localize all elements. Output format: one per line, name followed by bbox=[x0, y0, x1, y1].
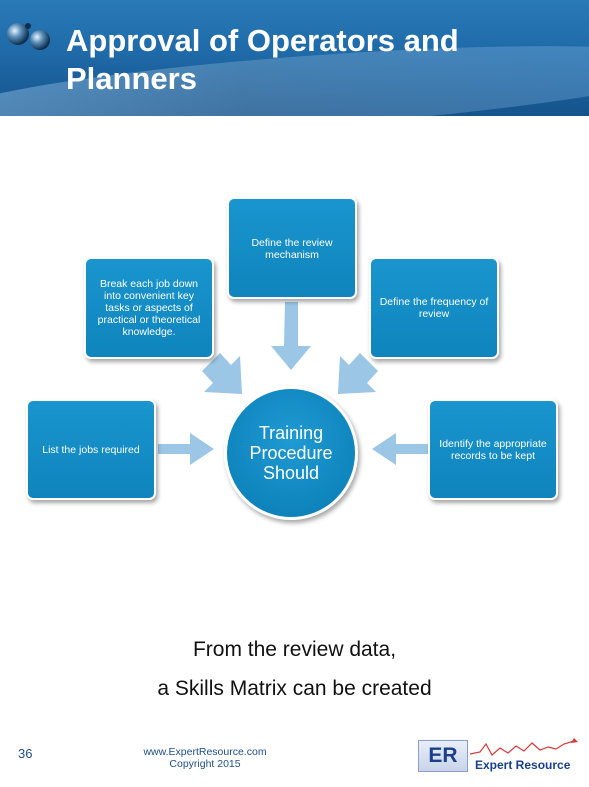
arrow-from-identify-records bbox=[372, 433, 428, 465]
box-list-jobs: List the jobs required bbox=[26, 399, 156, 500]
pulse-line-icon bbox=[470, 738, 578, 756]
footer-credits: www.ExpertResource.com Copyright 2015 bbox=[130, 746, 280, 770]
box-define-frequency: Define the frequency of review bbox=[369, 257, 499, 359]
page-number: 36 bbox=[18, 746, 33, 761]
box-identify-records-text: Identify the appropriate records to be k… bbox=[439, 437, 547, 462]
footer-website: www.ExpertResource.com bbox=[143, 746, 267, 758]
box-define-mechanism: Define the review mechanism bbox=[227, 197, 357, 299]
logo-name: Expert Resource bbox=[475, 758, 571, 772]
center-circle-text: Training Procedure Should bbox=[249, 423, 333, 483]
footer-copyright: Copyright 2015 bbox=[169, 758, 241, 770]
slide-title: Approval of Operators and Planners bbox=[66, 23, 459, 96]
arrow-from-define-mechanism bbox=[271, 302, 311, 370]
box-define-mechanism-text: Define the review mechanism bbox=[251, 237, 333, 261]
box-list-jobs-text: List the jobs required bbox=[42, 443, 140, 456]
box-break-down: Break each job down into convenient key … bbox=[84, 257, 214, 359]
box-break-down-text: Break each job down into convenient key … bbox=[97, 278, 201, 338]
box-identify-records: Identify the appropriate records to be k… bbox=[428, 399, 558, 500]
arrow-from-break-down bbox=[202, 353, 242, 394]
center-circle: Training Procedure Should bbox=[224, 386, 358, 520]
arrow-from-define-frequency bbox=[338, 353, 378, 394]
caption-line-2: a Skills Matrix can be created bbox=[157, 677, 432, 700]
box-define-frequency-text: Define the frequency of review bbox=[379, 296, 489, 320]
expert-resource-logo: ER Expert Resource bbox=[418, 738, 580, 774]
arrow-from-list-jobs bbox=[158, 433, 214, 465]
slide-header: Approval of Operators and Planners bbox=[0, 0, 589, 116]
globe-orbs-icon bbox=[7, 23, 50, 50]
caption-line-1: From the review data, bbox=[192, 638, 397, 661]
logo-initials: ER bbox=[418, 740, 468, 772]
